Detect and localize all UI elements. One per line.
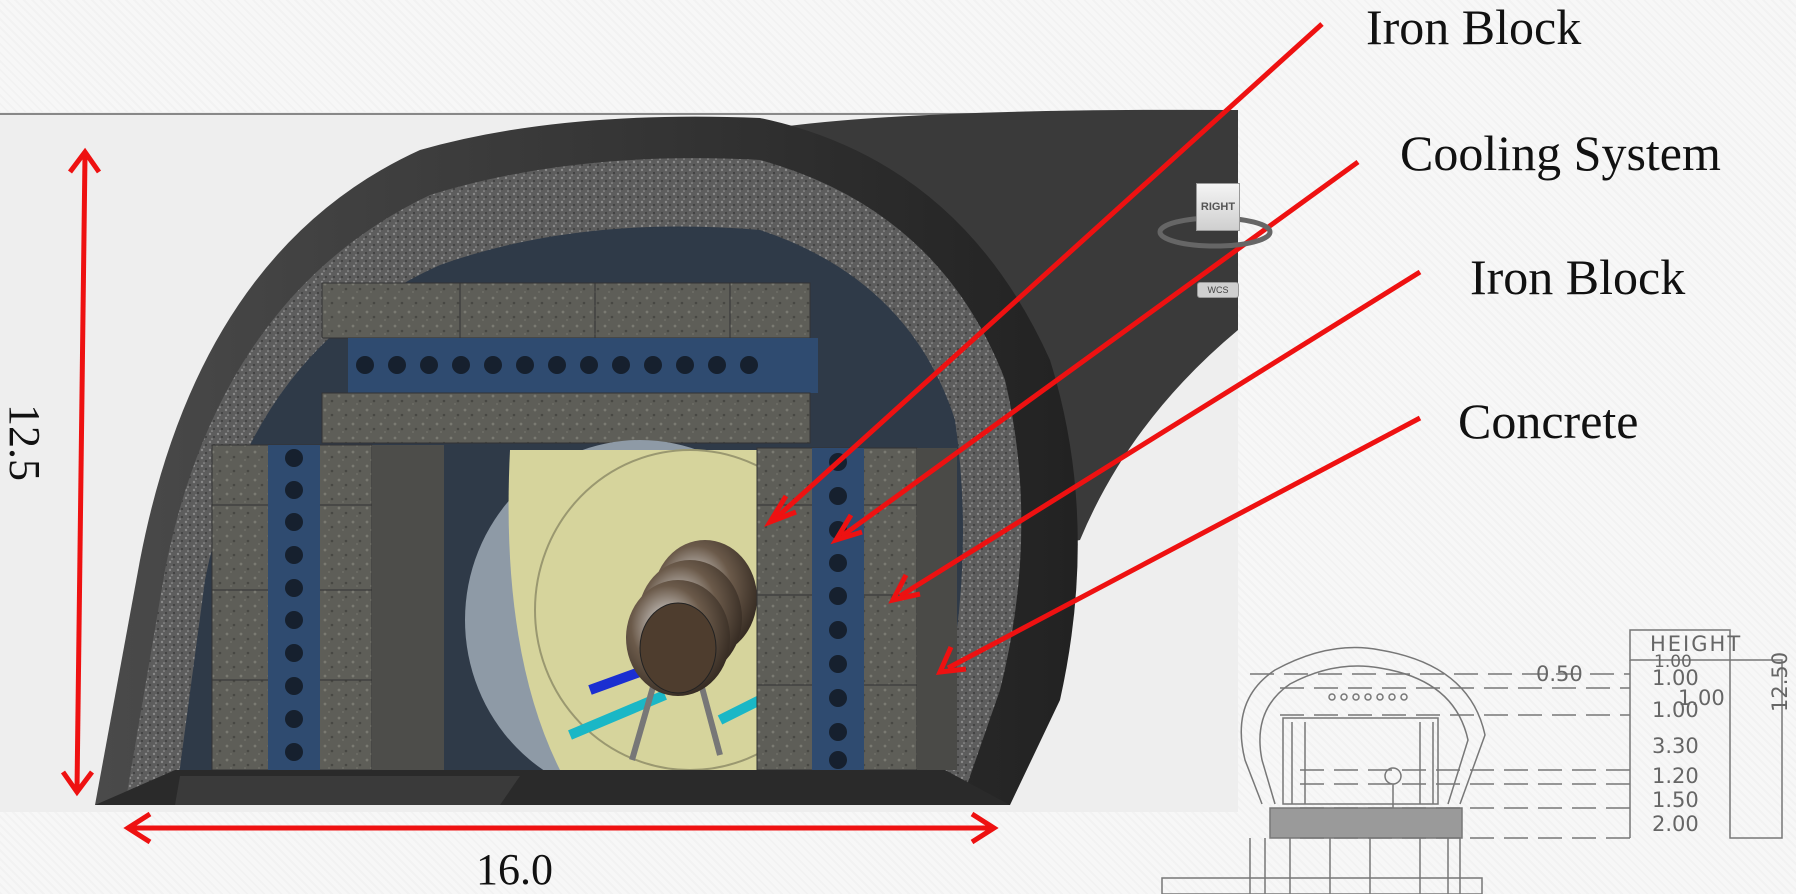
drawing-header: HEIGHT (1650, 632, 1743, 656)
cross-section-drawing (1161, 629, 1783, 894)
height-arrow (60, 147, 102, 797)
label-cooling-system: Cooling System (1400, 125, 1721, 181)
drawing-total: 12.50 (1768, 651, 1792, 712)
drawing-gap: 0.50 (1536, 662, 1583, 686)
view-cube[interactable]: RIGHT (1196, 183, 1240, 231)
view-cube-face: RIGHT (1200, 201, 1236, 213)
width-arrow (123, 811, 999, 845)
cooling-holes-top (356, 356, 758, 374)
drawing-row: 1.50 (1652, 788, 1699, 812)
label-iron-block-middle: Iron Block (1470, 249, 1686, 305)
height-dimension: 12.5 (0, 404, 49, 481)
drawing-row: 1.00 (1652, 666, 1699, 690)
drawing-row: 2.00 (1652, 812, 1699, 836)
cooling-holes-left (285, 449, 303, 761)
callout-arrows (763, 22, 1422, 675)
drawing-side: 1.00 (1678, 686, 1725, 710)
drawing-row: 1.20 (1652, 764, 1699, 788)
drawing-row: 1.00 (1654, 652, 1692, 672)
wcs-button[interactable]: WCS (1197, 282, 1239, 298)
width-dimension: 16.0 (476, 845, 553, 894)
drawing-row: 1.00 (1652, 698, 1699, 722)
drawing-row: 3.30 (1652, 734, 1699, 758)
label-concrete: Concrete (1458, 393, 1639, 449)
label-iron-block-top: Iron Block (1366, 0, 1582, 55)
